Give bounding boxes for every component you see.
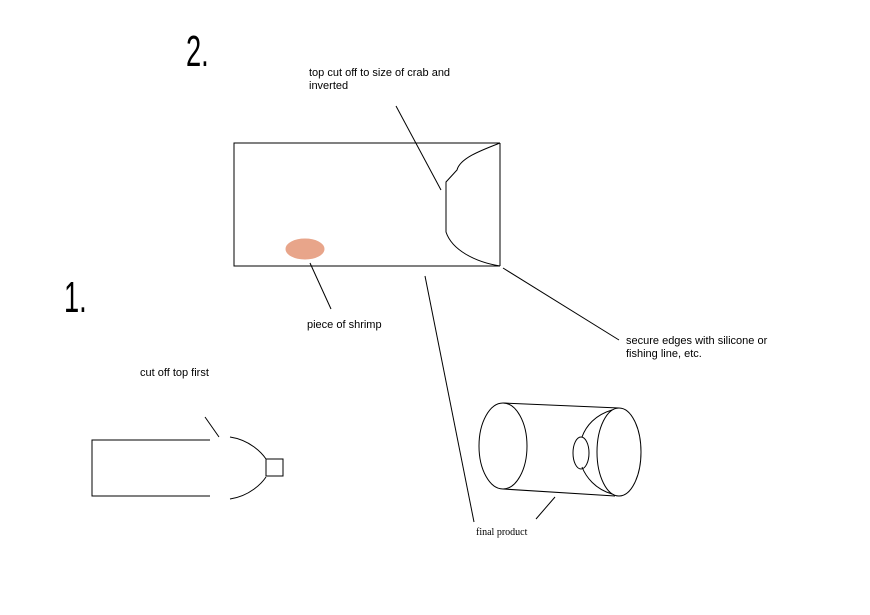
shrimp-bait (285, 238, 325, 260)
secure-edges-label-line2: fishing line, etc. (626, 348, 702, 360)
top-cut-leader (395, 105, 442, 191)
shrimp-leader (309, 262, 332, 310)
shrimp-label: piece of shrimp (307, 319, 382, 331)
secure-edges-label-line1: secure edges with silicone or (626, 335, 768, 347)
step-1-number: 1. (64, 273, 87, 322)
cut-off-top-leader (204, 416, 220, 438)
cut-off-top-label: cut off top first (140, 367, 209, 379)
secure-edges-leader (502, 267, 620, 341)
bottle-sketch (91, 416, 284, 500)
final-product-leader (424, 275, 475, 523)
final-product-sketch (478, 402, 642, 520)
trap-container-sketch (233, 105, 620, 523)
step-2-number: 2. (186, 27, 209, 76)
top-cut-label-line1: top cut off to size of crab and (309, 67, 451, 79)
final-product-label: final product (476, 527, 528, 538)
top-cut-label-line2: inverted (309, 80, 349, 92)
